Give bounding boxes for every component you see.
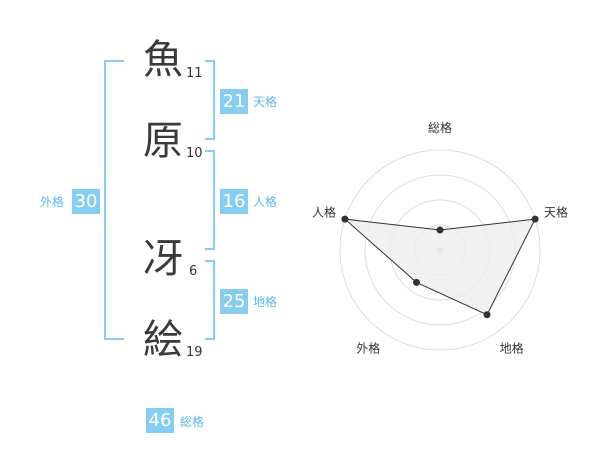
gaikaku-value: 30 [72, 189, 100, 214]
name-char-1: 魚 [143, 37, 183, 83]
radar-point-4 [412, 278, 420, 286]
stroke-count-1: 11 [186, 66, 203, 81]
gaikaku-label: 外格 [40, 195, 65, 209]
name-char-2: 原 [143, 118, 183, 164]
radar-axis-label-1: 総格 [428, 120, 452, 135]
name-char-3: 冴 [143, 236, 183, 282]
radar-point-2 [531, 215, 539, 223]
soukaku-label: 総格 [180, 415, 205, 429]
soukaku-value: 46 [146, 408, 174, 433]
radar-point-5 [341, 215, 349, 223]
tenkaku-value: 21 [220, 89, 248, 114]
radar-ring [339, 149, 541, 351]
radar-axis-label-4: 外格 [356, 341, 380, 356]
gaikaku-bracket [104, 60, 124, 340]
chikaku-label: 地格 [253, 295, 278, 309]
jinkaku-bracket [205, 150, 215, 250]
jinkaku-value: 16 [220, 189, 248, 214]
chikaku-value: 25 [220, 289, 248, 314]
jinkaku-label: 人格 [253, 195, 278, 209]
radar-axis-label-3: 地格 [500, 341, 524, 356]
radar-axis-label-2: 天格 [544, 204, 568, 219]
name-char-4: 絵 [143, 317, 183, 363]
chikaku-bracket [205, 260, 215, 340]
stroke-count-4: 19 [186, 345, 203, 360]
tenkaku-label: 天格 [253, 95, 278, 109]
radar-point-3 [483, 311, 491, 319]
stroke-count-3: 6 [189, 264, 198, 279]
radar-axis-label-5: 人格 [312, 204, 336, 219]
radar-polygon [343, 218, 536, 316]
tenkaku-bracket [205, 60, 215, 140]
stroke-count-2: 10 [186, 146, 203, 161]
radar-point-1 [436, 226, 444, 234]
